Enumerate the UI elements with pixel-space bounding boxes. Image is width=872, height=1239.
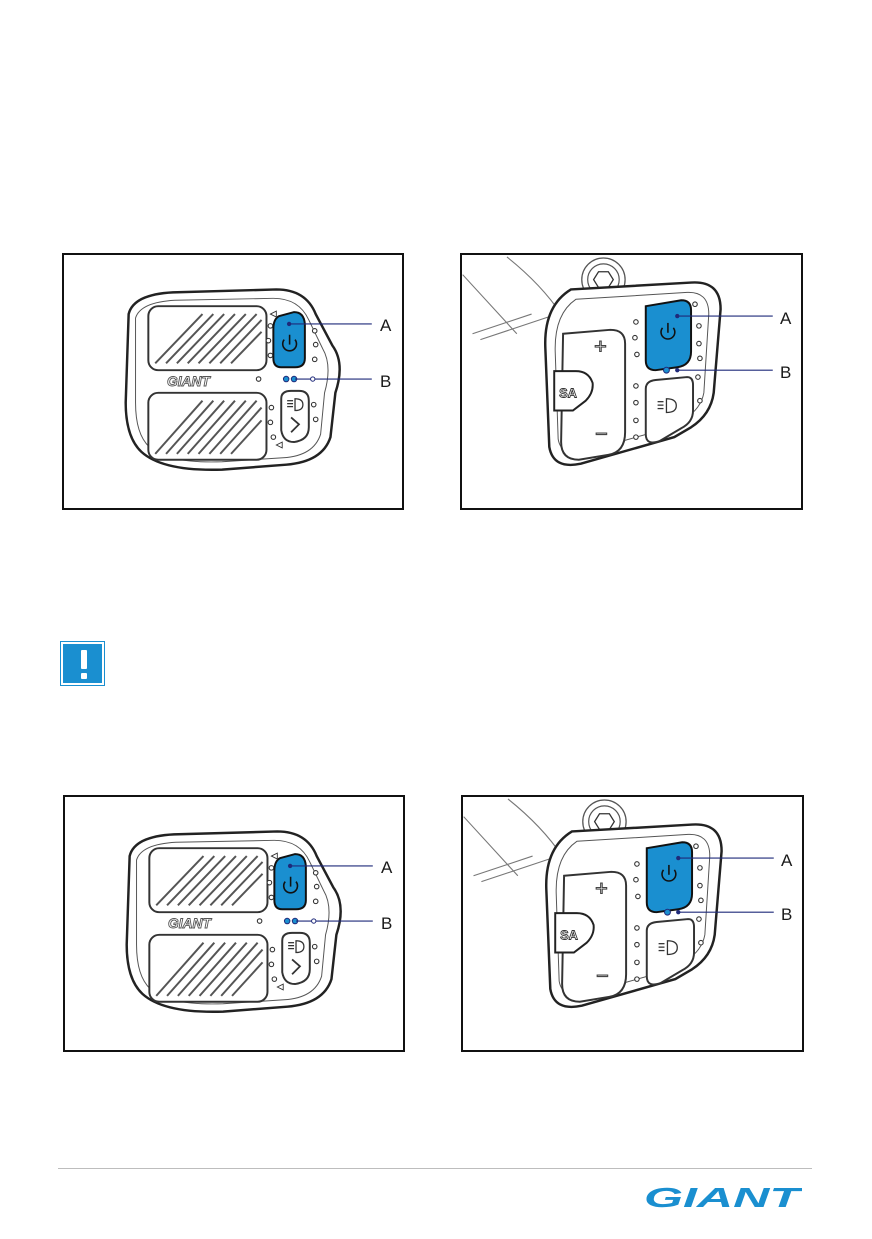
headlight-icon bbox=[658, 940, 678, 956]
callout-b: B bbox=[381, 914, 393, 933]
callout-b: B bbox=[781, 905, 793, 924]
figure-ergo-remote-2: GIANT A B bbox=[63, 795, 405, 1052]
figure-compact-remote-2: + − SA A B bbox=[461, 795, 804, 1052]
giant-logo-text: GIANT bbox=[644, 1183, 802, 1211]
power-icon bbox=[282, 876, 299, 894]
power-button[interactable] bbox=[645, 841, 694, 914]
ergo-remote-illustration: GIANT bbox=[125, 830, 373, 1014]
ergo-remote-illustration: GIANT bbox=[124, 288, 372, 472]
sa-label: SA bbox=[560, 928, 578, 943]
callout-a: A bbox=[381, 858, 393, 877]
headlight-icon bbox=[288, 940, 305, 954]
plus-label: + bbox=[594, 333, 607, 358]
giant-brand-text: GIANT bbox=[168, 916, 212, 931]
status-led bbox=[283, 917, 291, 925]
giant-logo: GIANT bbox=[644, 1183, 802, 1211]
minus-label: − bbox=[595, 421, 608, 446]
headlight-icon bbox=[657, 398, 677, 414]
sa-button[interactable] bbox=[554, 912, 595, 954]
power-icon bbox=[660, 322, 676, 340]
callout-a: A bbox=[780, 309, 792, 328]
minus-label: − bbox=[596, 963, 609, 988]
status-led bbox=[664, 908, 671, 916]
footer-divider bbox=[58, 1168, 812, 1169]
power-icon bbox=[281, 334, 298, 352]
power-button[interactable] bbox=[644, 299, 693, 372]
figure-compact-remote-1: + − SA A B bbox=[460, 253, 803, 510]
compact-remote-illustration: + − SA bbox=[463, 798, 774, 1009]
giant-brand-text: GIANT bbox=[167, 374, 211, 389]
plus-label: + bbox=[595, 875, 608, 900]
exclamation-icon bbox=[60, 641, 105, 686]
callout-b: B bbox=[380, 372, 392, 391]
callout-a: A bbox=[380, 316, 392, 335]
headlight-icon bbox=[287, 398, 304, 412]
sa-button[interactable] bbox=[553, 370, 594, 412]
chevron-right-icon bbox=[291, 958, 302, 975]
power-icon bbox=[661, 864, 677, 882]
figure-ergo-remote-1: GIANT A B bbox=[62, 253, 404, 510]
sa-label: SA bbox=[559, 386, 577, 401]
chevron-right-icon bbox=[290, 416, 301, 433]
callout-b: B bbox=[780, 363, 792, 382]
status-led bbox=[282, 375, 290, 383]
status-led bbox=[663, 366, 670, 374]
compact-remote-illustration: + − SA bbox=[462, 256, 773, 467]
callout-a: A bbox=[781, 851, 793, 870]
